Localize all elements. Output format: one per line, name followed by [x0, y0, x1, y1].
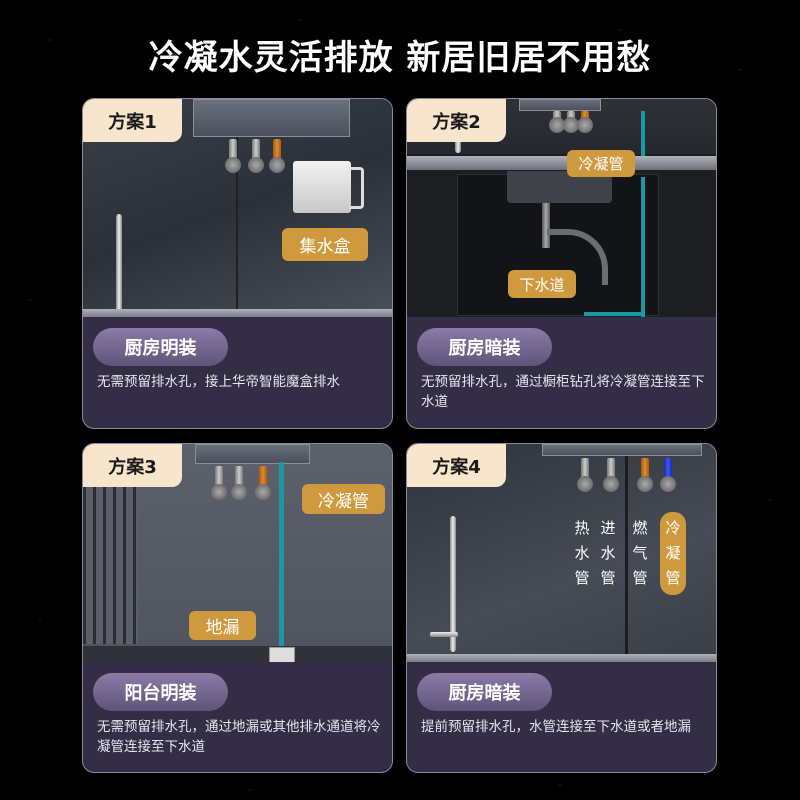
floor-drain-icon [269, 647, 295, 662]
water-heater [542, 444, 702, 456]
valve-icon [660, 458, 676, 492]
scheme-type-pill: 厨房暗装 [417, 328, 552, 366]
scheme-card-3: 冷凝管 地漏 方案3 阳台明装 无需预留排水孔，通过地漏或其他排水通道将冷凝管连… [82, 443, 393, 773]
scheme-card-4: 热 水 管 进 水 管 燃 气 管 冷 凝 管 方案4 厨房暗装 提前预留排水孔… [406, 443, 717, 773]
page-title: 冷凝水灵活排放 新居旧居不用愁 [148, 38, 652, 78]
scheme-tag: 方案4 [407, 444, 506, 487]
valve-icon [637, 458, 653, 492]
valve-icon [603, 458, 619, 492]
valve-icon [248, 139, 264, 173]
valve-icon [577, 111, 593, 133]
label-condensate-pipe: 冷凝管 [567, 150, 635, 177]
condensate-pipe [584, 312, 644, 316]
scheme-type-pill: 阳台明装 [93, 673, 228, 711]
valve-icon [231, 466, 247, 500]
drain-hose [547, 229, 608, 285]
scheme-tag: 方案2 [407, 99, 506, 142]
faucet-icon [450, 516, 456, 652]
label-collection-box: 集水盒 [282, 228, 368, 261]
valve-icon [549, 111, 565, 133]
valve-icon [269, 139, 285, 173]
scheme-tag: 方案3 [83, 444, 182, 487]
scheme-1-illustration: 集水盒 方案1 [83, 99, 392, 317]
drain-trap [542, 203, 550, 248]
condensate-pipe [641, 111, 645, 156]
faucet-handle [430, 632, 458, 637]
label-inlet-water-pipe: 进 水 管 [600, 519, 616, 587]
valve-icon [563, 111, 579, 133]
valve-icon [577, 458, 593, 492]
valve-icon [255, 466, 271, 500]
scheme-2-illustration: 冷凝管 下水道 方案2 [407, 99, 716, 317]
label-hot-water-pipe: 热 水 管 [574, 519, 590, 587]
label-gas-pipe: 燃 气 管 [632, 519, 648, 587]
scheme-4-illustration: 热 水 管 进 水 管 燃 气 管 冷 凝 管 方案4 [407, 444, 716, 662]
scheme-description: 无预留排水孔，通过橱柜钻孔将冷凝管连接至下水道 [421, 374, 705, 410]
countertop [83, 309, 392, 317]
water-heater [519, 99, 601, 111]
scheme-card-1: 集水盒 方案1 厨房明装 无需预留排水孔，接上华帝智能魔盒排水 [82, 98, 393, 429]
condensate-pipe [279, 462, 284, 652]
scheme-3-illustration: 冷凝管 地漏 方案3 [83, 444, 392, 662]
scheme-description: 无需预留排水孔，接上华帝智能魔盒排水 [97, 374, 340, 390]
scheme-type-pill: 厨房明装 [93, 328, 228, 366]
countertop [407, 654, 716, 662]
valve-icon [225, 139, 241, 173]
label-floor-drain: 地漏 [189, 611, 256, 640]
collection-box-icon [293, 161, 351, 213]
label-condensate-pipe: 冷凝管 [302, 484, 385, 514]
water-heater [195, 444, 310, 464]
scheme-card-2: 冷凝管 下水道 方案2 厨房暗装 无预留排水孔，通过橱柜钻孔将冷凝管连接至下水道 [406, 98, 717, 429]
collection-box-handle [349, 167, 364, 209]
condensate-pipe [641, 177, 645, 317]
scheme-type-pill: 厨房暗装 [417, 673, 552, 711]
water-heater [193, 99, 350, 137]
countertop [407, 156, 716, 170]
scheme-description: 提前预留排水孔，水管连接至下水道或者地漏 [421, 719, 691, 735]
label-condensate-pipe: 冷 凝 管 [660, 512, 686, 595]
valve-icon [211, 466, 227, 500]
scheme-tag: 方案1 [83, 99, 182, 142]
label-sewer: 下水道 [508, 270, 576, 298]
faucet-icon [116, 214, 122, 314]
scheme-description: 无需预留排水孔，通过地漏或其他排水通道将冷凝管连接至下水道 [97, 719, 381, 755]
floor [83, 646, 392, 662]
